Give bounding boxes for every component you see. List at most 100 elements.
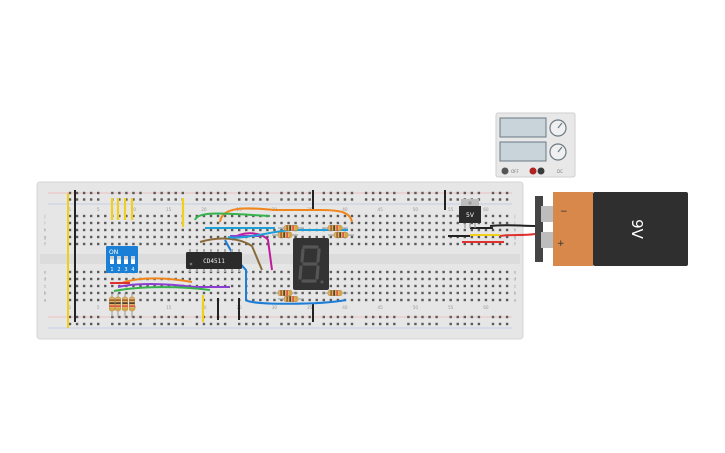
hole[interactable]: [343, 242, 347, 246]
hole[interactable]: [414, 221, 417, 225]
rail-hole[interactable]: [118, 315, 121, 319]
hole[interactable]: [139, 284, 142, 288]
hole[interactable]: [68, 284, 72, 288]
hole[interactable]: [273, 298, 276, 302]
hole[interactable]: [139, 228, 142, 232]
seven-segment-display[interactable]: [293, 238, 329, 290]
orange-wire-top[interactable]: [219, 207, 353, 223]
resistor[interactable]: [278, 296, 304, 302]
rail-hole[interactable]: [125, 322, 128, 326]
rail-hole[interactable]: [428, 322, 431, 326]
hole[interactable]: [104, 298, 107, 302]
hole[interactable]: [470, 235, 474, 239]
rail-hole[interactable]: [216, 322, 220, 326]
hole[interactable]: [449, 298, 452, 302]
hole[interactable]: [209, 221, 213, 225]
hole[interactable]: [463, 228, 466, 232]
hole[interactable]: [364, 228, 368, 232]
hole[interactable]: [174, 221, 177, 225]
rail-hole[interactable]: [259, 315, 262, 319]
hole[interactable]: [463, 291, 466, 295]
hole[interactable]: [287, 284, 290, 288]
hole[interactable]: [82, 228, 86, 232]
hole[interactable]: [181, 270, 184, 274]
rail-hole[interactable]: [449, 198, 452, 201]
hole[interactable]: [435, 228, 438, 232]
rail-hole[interactable]: [414, 198, 417, 201]
rail-hole[interactable]: [68, 322, 72, 326]
rail-hole[interactable]: [414, 322, 417, 326]
hole[interactable]: [259, 270, 262, 274]
hole[interactable]: [82, 221, 86, 225]
resistor[interactable]: [322, 225, 348, 231]
rail-hole[interactable]: [308, 322, 311, 326]
hole[interactable]: [153, 284, 156, 288]
hole[interactable]: [364, 298, 368, 302]
hole[interactable]: [195, 235, 199, 239]
hole[interactable]: [350, 298, 354, 302]
hole[interactable]: [322, 298, 325, 302]
rail-hole[interactable]: [364, 198, 368, 201]
rail-hole[interactable]: [89, 191, 93, 195]
hole[interactable]: [111, 277, 114, 281]
rail-hole[interactable]: [181, 322, 184, 326]
rail-hole[interactable]: [195, 198, 199, 201]
hole[interactable]: [329, 242, 333, 246]
hole[interactable]: [174, 291, 177, 295]
hole[interactable]: [82, 277, 86, 281]
hole[interactable]: [146, 221, 149, 225]
rail-hole[interactable]: [421, 198, 424, 201]
hole[interactable]: [273, 284, 276, 288]
rail-hole[interactable]: [68, 191, 72, 195]
hole[interactable]: [421, 214, 424, 218]
hole[interactable]: [364, 214, 368, 218]
hole[interactable]: [202, 291, 206, 295]
hole[interactable]: [252, 270, 255, 274]
hole[interactable]: [393, 270, 396, 274]
hole[interactable]: [470, 277, 474, 281]
hole[interactable]: [146, 242, 149, 246]
hole[interactable]: [252, 284, 255, 288]
rail-hole[interactable]: [238, 191, 241, 195]
rail-hole[interactable]: [329, 191, 333, 195]
hole[interactable]: [484, 284, 488, 288]
hole[interactable]: [223, 214, 227, 218]
hole[interactable]: [89, 284, 93, 288]
hole[interactable]: [463, 242, 466, 246]
rail-hole[interactable]: [294, 191, 297, 195]
rail-hole[interactable]: [470, 322, 474, 326]
hole[interactable]: [75, 284, 79, 288]
rail-hole[interactable]: [428, 315, 431, 319]
rail-hole[interactable]: [343, 322, 347, 326]
hole[interactable]: [386, 284, 389, 288]
rail-hole[interactable]: [343, 198, 347, 201]
hole[interactable]: [280, 277, 283, 281]
hole[interactable]: [216, 242, 220, 246]
hole[interactable]: [449, 291, 452, 295]
hole[interactable]: [421, 228, 424, 232]
rail-hole[interactable]: [386, 315, 389, 319]
hole[interactable]: [350, 235, 354, 239]
hole[interactable]: [75, 298, 79, 302]
rail-hole[interactable]: [132, 198, 135, 201]
hole[interactable]: [167, 235, 170, 239]
rail-hole[interactable]: [456, 315, 459, 319]
hole[interactable]: [181, 277, 184, 281]
rail-hole[interactable]: [322, 322, 325, 326]
resistor[interactable]: [272, 232, 298, 238]
hole[interactable]: [238, 214, 241, 218]
hole[interactable]: [364, 235, 368, 239]
hole[interactable]: [97, 291, 100, 295]
hole[interactable]: [280, 228, 283, 232]
hole[interactable]: [202, 221, 206, 225]
hole[interactable]: [125, 235, 128, 239]
rail-hole[interactable]: [75, 315, 79, 319]
hole[interactable]: [414, 235, 417, 239]
hole[interactable]: [407, 228, 410, 232]
hole[interactable]: [230, 221, 234, 225]
hole[interactable]: [118, 277, 121, 281]
rail-hole[interactable]: [322, 191, 325, 195]
hole[interactable]: [428, 221, 431, 225]
hole[interactable]: [498, 214, 502, 218]
hole[interactable]: [329, 277, 333, 281]
